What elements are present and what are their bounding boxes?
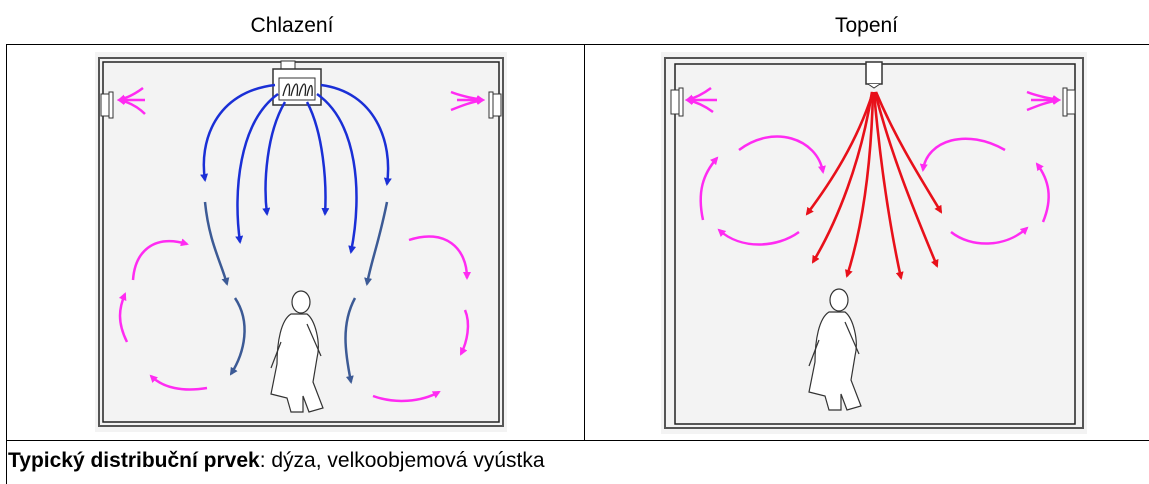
room-inner-wall (102, 61, 500, 423)
caption-label: Typický distribuční prvek (8, 449, 260, 472)
room-background (661, 52, 1087, 434)
cooling-falling-streams (203, 201, 389, 384)
right-wall-grille-icon (1062, 87, 1076, 117)
heating-header: Topení (834, 14, 899, 37)
person-icon (808, 288, 862, 411)
cooling-supply-streams (200, 83, 392, 254)
ceiling-unit-icon (272, 60, 322, 106)
heating-diagram (661, 52, 1087, 434)
cooling-header: Chlazení (250, 14, 334, 37)
room-air-loops (117, 86, 485, 403)
left-wall-grille-icon (100, 91, 114, 119)
room-outer-wall (98, 57, 504, 427)
table-left-border (6, 44, 7, 484)
room-outer-wall (664, 57, 1084, 429)
cooling-diagram (95, 52, 507, 432)
table-row-divider (6, 440, 1149, 441)
left-wall-grille-icon (670, 87, 684, 117)
room-air-loops (685, 86, 1061, 246)
distribution-element-caption: Typický distribuční prvek: dýza, velkoob… (8, 449, 545, 473)
right-wall-grille-icon (488, 91, 502, 119)
heating-jet-streams (805, 91, 943, 280)
table-mid-divider (584, 44, 585, 441)
table-top-border (6, 44, 1149, 45)
caption-value: : dýza, velkoobjemová vyústka (259, 449, 545, 472)
ceiling-nozzle-icon (865, 61, 883, 89)
person-icon (270, 290, 324, 413)
